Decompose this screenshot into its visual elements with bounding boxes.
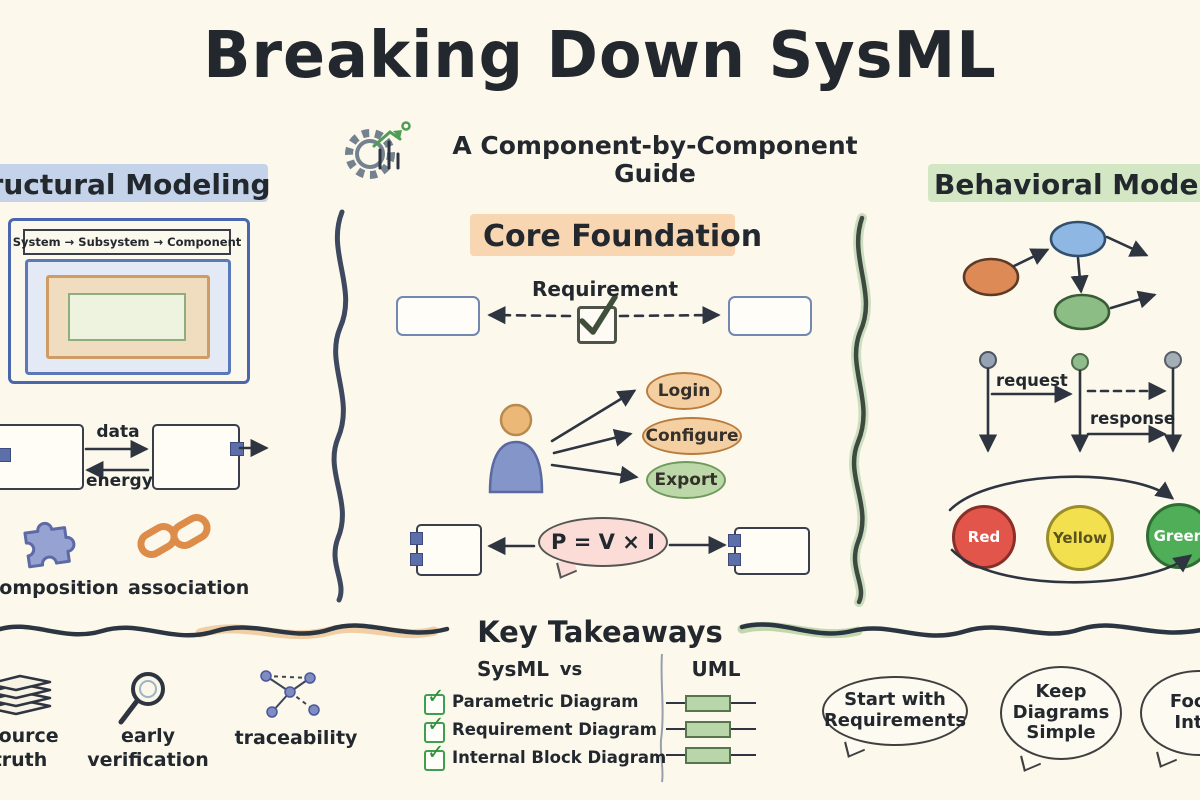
checkmark-icon: ✓	[427, 740, 445, 764]
behavioral-title-highlight	[928, 164, 1200, 202]
requirement-block-left	[396, 296, 480, 336]
parametric-block-right	[734, 527, 810, 575]
sequence-response-label: response	[1090, 409, 1176, 428]
sysml-item-internal-block: Internal Block Diagram	[452, 748, 667, 767]
core-title-highlight	[470, 214, 735, 256]
divider-right-wavy	[851, 215, 869, 605]
takeaways-title: Key Takeaways	[477, 615, 723, 649]
sysml-item-parametric: Parametric Diagram	[452, 692, 639, 711]
checkbox-requirement	[424, 722, 445, 743]
tip-bubble-1: Start with Requirements	[822, 676, 968, 746]
nesting-level-system	[25, 259, 231, 375]
magnifier-icon	[118, 672, 165, 725]
state-green: Green	[1146, 503, 1200, 569]
page-title: Breaking Down SysML	[203, 16, 997, 93]
parametric-port-right-2	[728, 553, 741, 566]
structural-title-highlight	[0, 164, 268, 202]
parametric-port-left-2	[410, 553, 423, 566]
lifeline-head-3	[1164, 351, 1182, 369]
lifeline-head-1	[979, 351, 997, 369]
formula-text: P = V × I	[551, 529, 655, 554]
actor-icon	[488, 403, 544, 494]
puzzle-piece-icon	[23, 521, 76, 569]
sysml-item-requirement: Requirement Diagram	[452, 720, 657, 739]
stacked-papers-icon	[0, 674, 52, 716]
state-red-label: Red	[967, 528, 1001, 546]
nesting-level-subsystem	[46, 275, 210, 359]
activity-arrow-3	[1105, 235, 1149, 257]
ibd-block-left	[0, 424, 84, 490]
nesting-level-component	[68, 293, 186, 341]
state-yellow-label: Yellow	[1052, 529, 1108, 547]
use-case-login-label: Login	[657, 381, 711, 401]
trace-network-icon	[260, 670, 320, 718]
requirement-checkbox	[577, 306, 617, 344]
tip-2-text: Keep Diagrams Simple	[1012, 680, 1110, 744]
ibd-block-right	[152, 424, 240, 490]
behavioral-title: Behavioral Modeling	[934, 168, 1200, 201]
principle-early-line2: verification	[87, 749, 209, 771]
ibd-port-left	[0, 448, 11, 462]
checkmark-icon: ✓	[427, 712, 445, 736]
nesting-label: System → Subsystem → Component	[12, 235, 242, 249]
checkmark-icon: ✓	[427, 684, 445, 708]
parametric-port-right-1	[728, 534, 741, 547]
state-red: Red	[952, 505, 1016, 569]
principle-traceability-label: traceability	[234, 727, 358, 749]
parametric-port-left-1	[410, 532, 423, 545]
structural-title: Structural Modeling	[0, 168, 271, 201]
actor-arrow-configure	[552, 428, 633, 455]
tip-1-text: Start with Requirements	[823, 689, 967, 731]
association-label: association	[128, 577, 250, 599]
activity-arrow-2	[1070, 256, 1089, 294]
state-yellow: Yellow	[1046, 505, 1114, 571]
req-right-dashed-arrow	[618, 306, 721, 325]
use-case-configure: Configure	[642, 417, 742, 455]
use-case-export: Export	[646, 461, 726, 499]
core-title: Core Foundation	[483, 219, 763, 254]
gear-chart-icon	[345, 121, 411, 179]
lifeline-head-2	[1071, 353, 1089, 371]
actor-arrow-login	[550, 389, 637, 443]
req-left-dashed-arrow	[487, 306, 572, 325]
activity-node-blue	[1049, 220, 1107, 258]
tip-3-text: Focus Inter	[1169, 691, 1200, 733]
nesting-label-box: System → Subsystem → Component	[13, 229, 241, 255]
activity-node-green	[1053, 293, 1111, 331]
ibd-port-right	[230, 442, 244, 456]
page-subtitle: A Component-by-Component Guide	[452, 131, 858, 188]
divider-left-wavy	[331, 209, 349, 603]
use-case-configure-label: Configure	[645, 426, 739, 446]
state-green-label: Green	[1153, 527, 1200, 545]
comparison-vs-label: vs	[559, 659, 583, 680]
checkbox-parametric	[424, 694, 445, 715]
principle-early-line1: early	[121, 725, 175, 747]
use-case-login: Login	[646, 372, 722, 410]
sequence-request-label: request	[996, 371, 1068, 390]
ibd-flow-label-energy: energy	[86, 471, 153, 491]
system-nesting-diagram: System → Subsystem → Component	[8, 218, 250, 384]
requirement-label: Requirement	[532, 277, 679, 301]
composition-label: composition	[0, 577, 119, 599]
requirement-block-right	[728, 296, 812, 336]
ibd-flow-label-data: data	[96, 422, 140, 442]
formula-bubble: P = V × I	[538, 517, 668, 567]
activity-arrow-1	[1012, 248, 1050, 268]
comparison-uml-heading: UML	[691, 657, 741, 681]
use-case-export-label: Export	[654, 470, 718, 490]
chain-link-icon	[137, 514, 211, 558]
actor-arrow-export	[550, 463, 639, 484]
checkbox-internal-block	[424, 750, 445, 771]
tip-bubble-3: Focus Inter	[1140, 670, 1200, 756]
tip-bubble-2: Keep Diagrams Simple	[1000, 666, 1122, 760]
parametric-block-left	[416, 524, 482, 576]
comparison-sysml-heading: SysML	[477, 657, 549, 681]
divider-right-glow	[849, 213, 871, 607]
uml-mini-diagram-icon	[659, 653, 756, 783]
principle-source-line2: truth	[0, 749, 48, 771]
activity-arrow-4	[1109, 290, 1157, 310]
activity-node-orange	[962, 257, 1020, 297]
